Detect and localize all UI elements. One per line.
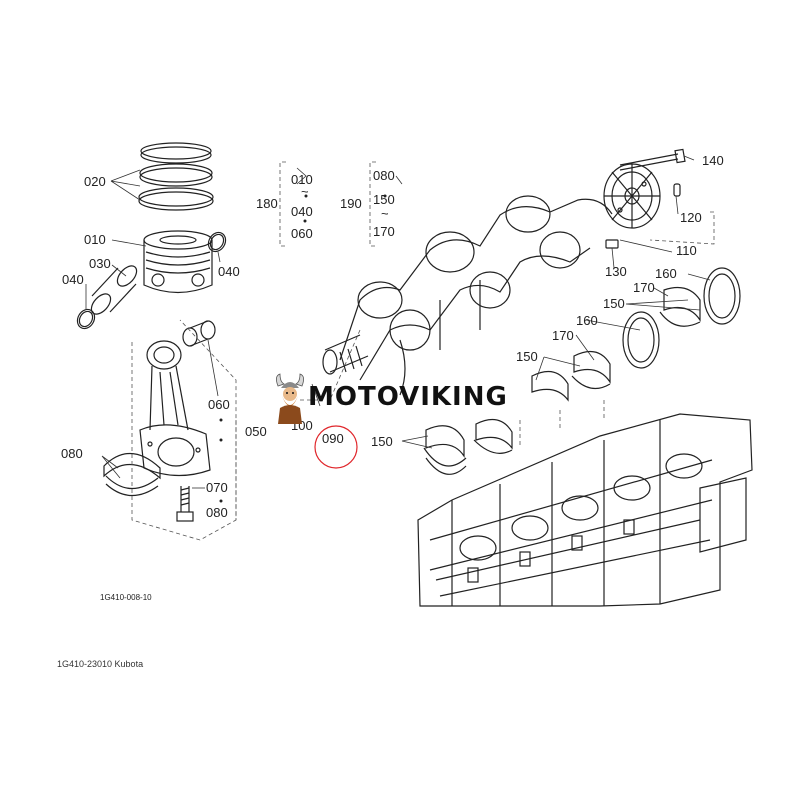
crank-gear <box>603 163 661 229</box>
crank-key <box>605 239 619 249</box>
watermark-logo: MOTOVIKING <box>272 372 536 428</box>
label-180-plus: 060 <box>291 226 313 241</box>
label-110: 110 <box>676 243 697 258</box>
viking-mascot-icon <box>276 373 304 424</box>
label-150-lower: 150 <box>371 434 393 449</box>
circlip-left <box>76 308 96 330</box>
label-150-mid: 150 <box>516 349 538 364</box>
label-190-b: 150 <box>373 192 395 207</box>
label-070: 070 <box>206 480 228 495</box>
conrod-bearing <box>103 452 161 497</box>
label-060: 060 <box>208 397 230 412</box>
label-040-left: 040 <box>62 272 84 287</box>
label-080-bearing: 080 <box>61 446 83 461</box>
gear-bolt <box>619 148 686 171</box>
label-180-from: 010 <box>291 172 313 187</box>
label-050: 050 <box>245 424 267 439</box>
label-190: 190 <box>340 196 362 211</box>
label-180-to: 040 <box>291 204 313 219</box>
label-190-tilde: ~ <box>381 206 389 221</box>
highlight-circle <box>314 425 358 469</box>
label-180: 180 <box>256 196 278 211</box>
main-bearing-4 <box>473 418 513 454</box>
thrust-washer-front <box>622 311 660 369</box>
label-150-upper: 150 <box>603 296 625 311</box>
label-170-front: 170 <box>552 328 574 343</box>
main-bearing-3 <box>531 370 569 402</box>
piston <box>143 230 213 294</box>
small-end-bushing <box>182 320 216 347</box>
label-160-front: 160 <box>576 313 598 328</box>
connecting-rod <box>139 340 211 477</box>
label-090: 090 <box>322 431 344 446</box>
drawing-code: 1G410-008-10 <box>100 593 152 602</box>
label-010: 010 <box>84 232 106 247</box>
crankshaft <box>322 195 613 396</box>
cylinder-block <box>417 413 753 607</box>
caption: 1G410-23010 Kubota <box>57 659 144 669</box>
assembly-boundaries <box>131 161 715 541</box>
watermark-brand: MOTOVIKING <box>308 382 508 412</box>
label-120: 120 <box>680 210 702 225</box>
label-160-rear: 160 <box>655 266 677 281</box>
label-030: 030 <box>89 256 111 271</box>
label-140: 140 <box>702 153 724 168</box>
label-020: 020 <box>84 174 106 189</box>
label-190-a: 080 <box>373 168 395 183</box>
label-080-lower: 080 <box>206 505 228 520</box>
label-dots <box>219 194 387 503</box>
piston-rings <box>138 142 214 211</box>
main-bearing-2 <box>571 350 611 390</box>
circlip-right <box>207 231 227 253</box>
thrust-washer-rear <box>703 267 741 325</box>
label-040-right: 040 <box>218 264 240 279</box>
label-170-rear: 170 <box>633 280 655 295</box>
label-190-c: 170 <box>373 224 395 239</box>
conrod-bolt <box>176 486 194 522</box>
main-bearing-5 <box>423 425 467 475</box>
gear-pin <box>673 183 681 197</box>
part-labels: 020 010 030 040 040 060 050 080 070 080 … <box>61 153 724 602</box>
label-180-tilde: ~ <box>301 184 309 199</box>
leader-lines <box>85 155 711 489</box>
label-130: 130 <box>605 264 627 279</box>
